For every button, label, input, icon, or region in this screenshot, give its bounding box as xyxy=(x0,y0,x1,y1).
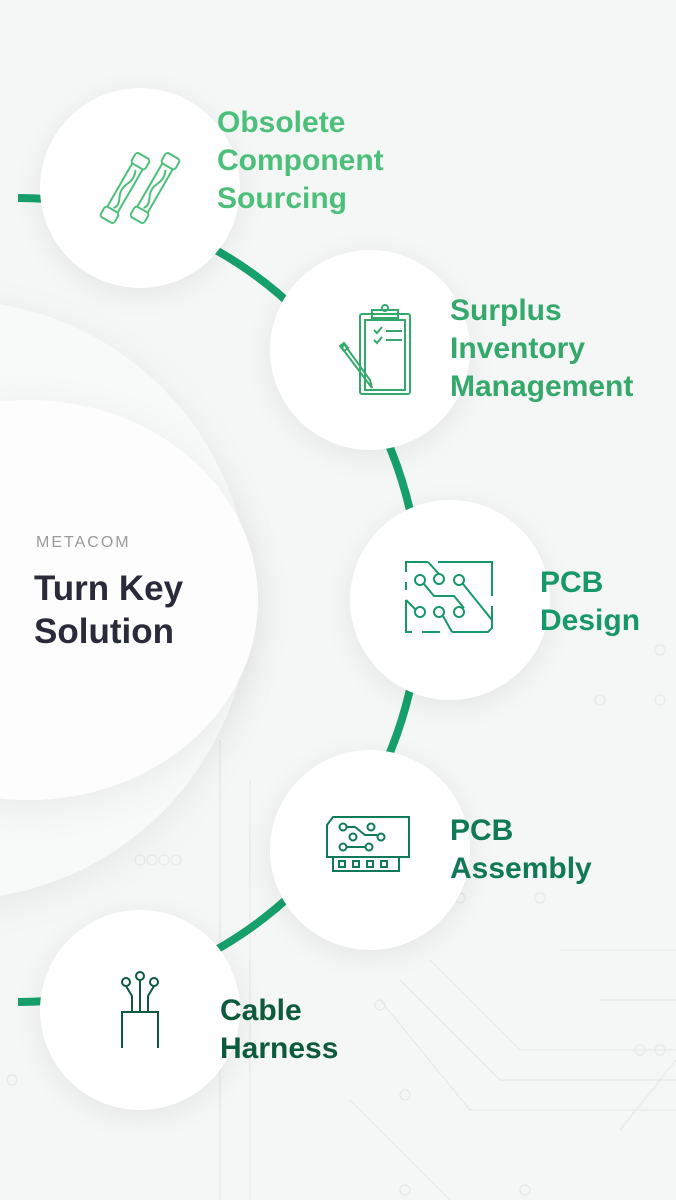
label-line: Assembly xyxy=(450,852,592,885)
label-line: PCB xyxy=(540,566,604,599)
cable-icon xyxy=(121,971,159,1048)
label-line: Cable xyxy=(220,994,302,1027)
service-node-obsolete[interactable] xyxy=(40,88,240,288)
service-label-pcb-design[interactable]: PCB Design xyxy=(540,564,640,640)
label-line: Management xyxy=(450,370,634,403)
label-line: Component xyxy=(217,144,384,177)
fuse-icon xyxy=(99,152,181,224)
title-line: Turn Key xyxy=(34,569,184,608)
service-node-pcb-design[interactable] xyxy=(350,500,550,700)
service-node-surplus[interactable] xyxy=(270,250,470,450)
service-label-obsolete[interactable]: Obsolete Component Sourcing xyxy=(217,104,384,218)
service-node-cable-harness[interactable] xyxy=(40,910,240,1110)
page-title: Turn Key Solution xyxy=(34,567,183,653)
label-line: Design xyxy=(540,604,641,637)
label-line: Inventory xyxy=(450,332,586,365)
label-line: Harness xyxy=(220,1032,339,1065)
title-line: Solution xyxy=(34,612,174,651)
label-line: Surplus xyxy=(450,294,562,327)
center-circle xyxy=(0,400,258,800)
circuit-icon xyxy=(405,561,493,633)
label-line: Sourcing xyxy=(217,182,348,215)
label-line: PCB xyxy=(450,814,514,847)
clipboard-icon xyxy=(338,304,411,395)
service-node-pcb-assembly[interactable] xyxy=(270,750,470,950)
service-label-surplus[interactable]: Surplus Inventory Management xyxy=(450,292,633,406)
service-label-cable-harness[interactable]: Cable Harness xyxy=(220,992,338,1068)
brand-label: METACOM xyxy=(36,534,131,551)
pcb-board-icon xyxy=(326,816,410,872)
label-line: Obsolete xyxy=(217,106,346,139)
service-label-pcb-assembly[interactable]: PCB Assembly xyxy=(450,812,592,888)
